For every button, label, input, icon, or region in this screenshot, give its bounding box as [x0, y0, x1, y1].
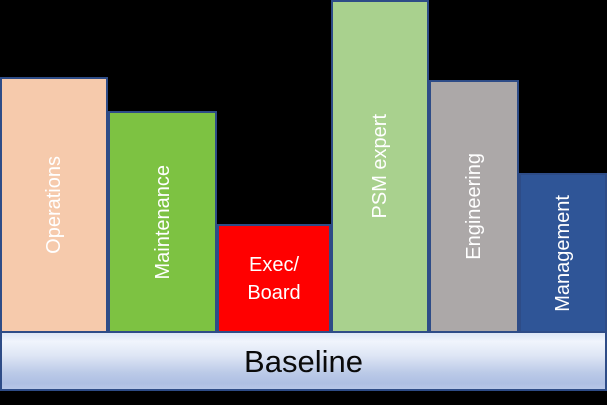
bar-psm-expert: PSM expert	[331, 0, 429, 333]
bar-label-engineering: Engineering	[463, 153, 485, 260]
bar-label-exec-board: Exec/Board	[247, 253, 301, 304]
baseline-label: Baseline	[244, 343, 363, 379]
bar-exec-board: Exec/Board	[217, 224, 331, 333]
bar-operations: Operations	[0, 77, 108, 333]
bar-label-management: Management	[552, 194, 574, 312]
bar-label-psm-expert: PSM expert	[369, 114, 391, 219]
bar-engineering: Engineering	[429, 80, 519, 333]
bar-maintenance: Maintenance	[108, 111, 217, 333]
bar-management: Management	[519, 173, 607, 333]
bar-label-maintenance: Maintenance	[151, 164, 174, 280]
baseline-bar: Baseline	[0, 331, 607, 391]
bar-label-operations: Operations	[43, 156, 65, 254]
